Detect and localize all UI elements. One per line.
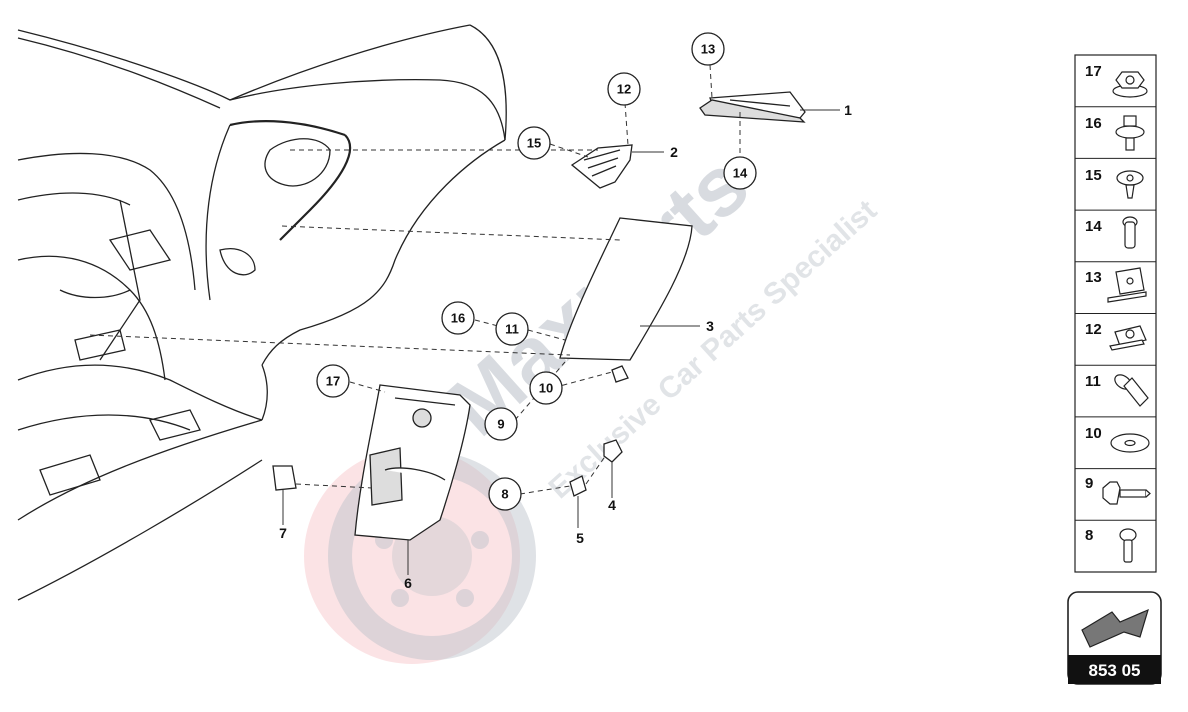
- hex-nut-icon: [1112, 71, 1148, 98]
- hardware-legend: 17 16 15 14: [1074, 54, 1157, 573]
- svg-text:16: 16: [451, 311, 465, 326]
- svg-text:10: 10: [539, 381, 553, 396]
- svg-text:10: 10: [1085, 425, 1102, 442]
- callout-16[interactable]: 16: [441, 301, 475, 335]
- legend-row-8[interactable]: 8: [1085, 527, 1137, 563]
- callout-12[interactable]: 12: [607, 72, 641, 106]
- legend-row-9[interactable]: 9: [1085, 475, 1151, 505]
- page-code: 853 05: [1089, 661, 1141, 680]
- rivet-nut-icon: [1114, 374, 1149, 407]
- part-label-3[interactable]: 3: [706, 318, 714, 334]
- part-label-4[interactable]: 4: [608, 497, 616, 513]
- svg-text:9: 9: [1085, 475, 1093, 492]
- svg-text:11: 11: [1085, 373, 1101, 390]
- part-7-cap: [272, 465, 297, 491]
- bolt-icon: [1122, 216, 1138, 249]
- clip-nut-icon: [1109, 325, 1147, 351]
- svg-text:16: 16: [1085, 115, 1102, 132]
- panel-clip: [611, 365, 629, 383]
- part-labels: 1 2 3 4 5 6 7: [279, 102, 852, 591]
- legend-row-15[interactable]: 15: [1085, 167, 1144, 199]
- part-5-clip: [569, 475, 587, 497]
- callout-9[interactable]: 9: [484, 407, 518, 441]
- car-body-drawing: [17, 24, 507, 601]
- part-label-1[interactable]: 1: [844, 102, 852, 118]
- svg-text:9: 9: [497, 417, 504, 432]
- svg-text:15: 15: [1085, 167, 1102, 184]
- svg-text:12: 12: [1085, 321, 1102, 338]
- svg-text:8: 8: [501, 487, 508, 502]
- callouts: 8 9 10 11 12 13 14 15: [316, 32, 757, 511]
- part-1-bracket: [699, 91, 806, 123]
- callout-8[interactable]: 8: [488, 477, 522, 511]
- washer-screw-icon: [1115, 115, 1145, 151]
- washer-icon: [1110, 433, 1150, 453]
- svg-text:15: 15: [527, 136, 541, 151]
- legend-row-13[interactable]: 13: [1085, 267, 1147, 303]
- svg-text:13: 13: [1085, 269, 1102, 286]
- spring-clip-icon: [1107, 267, 1147, 303]
- callout-15[interactable]: 15: [517, 126, 551, 160]
- svg-text:8: 8: [1085, 527, 1093, 544]
- svg-text:14: 14: [733, 166, 748, 181]
- part-label-5[interactable]: 5: [576, 530, 584, 546]
- part-4-clip: [603, 439, 623, 463]
- legend-row-12[interactable]: 12: [1085, 321, 1147, 351]
- hex-bolt-icon: [1102, 481, 1151, 505]
- part-3-panel: [559, 217, 693, 361]
- legend-row-14[interactable]: 14: [1085, 216, 1138, 249]
- part-6-side-trim: [354, 384, 471, 541]
- svg-text:14: 14: [1085, 218, 1102, 235]
- arrow-icon: [1081, 608, 1149, 648]
- part-label-7[interactable]: 7: [279, 525, 287, 541]
- legend-row-10[interactable]: 10: [1085, 425, 1150, 453]
- parts: [272, 91, 806, 541]
- callout-10[interactable]: 10: [529, 371, 563, 405]
- part-label-6[interactable]: 6: [404, 575, 412, 591]
- svg-text:17: 17: [326, 374, 340, 389]
- part-2-vent: [570, 144, 633, 189]
- callout-17[interactable]: 17: [316, 364, 350, 398]
- svg-text:13: 13: [701, 42, 715, 57]
- svg-text:11: 11: [505, 322, 519, 337]
- callout-13[interactable]: 13: [691, 32, 725, 66]
- flange-screw-icon: [1116, 170, 1144, 199]
- legend-row-11[interactable]: 11: [1085, 372, 1149, 407]
- round-head-screw-icon: [1119, 528, 1137, 563]
- svg-text:17: 17: [1085, 63, 1102, 80]
- legend-row-16[interactable]: 16: [1085, 115, 1145, 151]
- callout-14[interactable]: 14: [723, 156, 757, 190]
- legend-row-17[interactable]: 17: [1085, 63, 1148, 98]
- part-label-2[interactable]: 2: [670, 144, 678, 160]
- svg-text:12: 12: [617, 82, 631, 97]
- callout-11[interactable]: 11: [495, 312, 529, 346]
- page-code-badge[interactable]: 853 05: [1067, 591, 1162, 685]
